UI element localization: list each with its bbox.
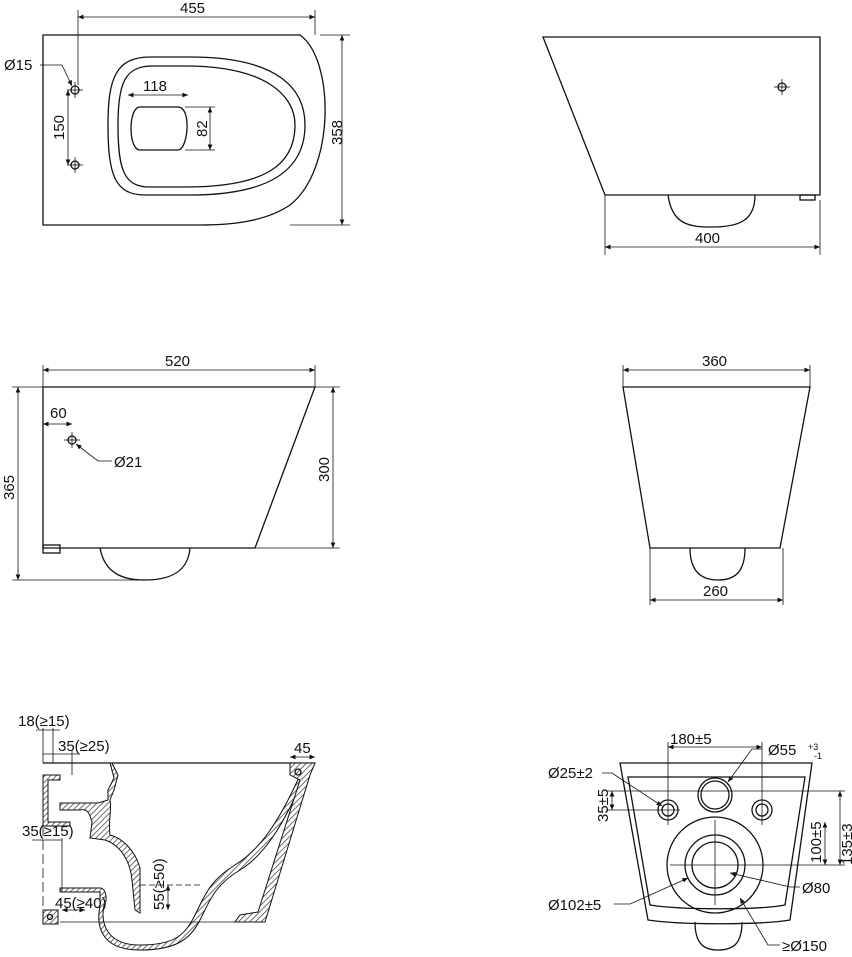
mount-hole-icon <box>67 157 83 173</box>
dim-wall-gap: 18(≥15) <box>18 713 70 730</box>
side-view-left: 520 365 300 60 Ø21 <box>1 353 340 581</box>
dim-min-dia: ≥Ø150 <box>782 938 827 955</box>
dim-top-width: 360 <box>702 353 727 370</box>
dim-inlet-tol-minus: -1 <box>814 751 822 761</box>
dim-hole-dia: Ø21 <box>114 454 142 471</box>
dim-hole-offset: 60 <box>50 405 67 422</box>
dim-total-height: 135±3 <box>839 823 852 865</box>
dim-height-total: 365 <box>1 475 18 500</box>
dim-hole-dia: Ø15 <box>4 57 32 74</box>
dim-opening-depth: 82 <box>194 120 211 137</box>
inlet-hole-icon <box>697 777 733 813</box>
top-view: 455 358 Ø15 150 118 82 <box>4 0 350 226</box>
dim-hole-spacing: 150 <box>51 115 68 140</box>
dim-inlet-tol-plus: +3 <box>808 742 818 752</box>
dim-inlet-depth: 35(≥25) <box>58 738 110 755</box>
dim-water-seal: 55(≥50) <box>151 858 168 910</box>
rear-view: 180±5 Ø55 +3 -1 Ø25±2 35±5 100±5 135±3 Ø… <box>548 731 852 955</box>
dim-bolt-height: 35±5 <box>595 789 612 822</box>
dim-bolt-spacing: 180±5 <box>670 731 712 748</box>
dim-opening-width: 118 <box>143 78 167 95</box>
front-view: 360 260 <box>622 353 811 605</box>
dim-outlet-dia: Ø80 <box>802 880 830 897</box>
dim-width: 455 <box>180 0 205 17</box>
dim-outlet-length: 45(≥40) <box>55 895 107 912</box>
mount-hole-icon <box>64 432 80 448</box>
dim-bottom-width: 260 <box>703 583 728 600</box>
dim-height-body: 300 <box>316 457 333 482</box>
dim-outlet-gap: 35(≥15) <box>22 823 74 840</box>
side-view-right: 400 <box>542 36 821 255</box>
mount-hole-icon <box>774 79 790 95</box>
dim-outlet-outer: Ø102±5 <box>548 897 601 914</box>
dim-length: 520 <box>165 353 190 370</box>
section-view: 18(≥15) 35(≥25) 45 35(≥15) 55(≥50) 45(≥4… <box>18 713 316 951</box>
mount-hole-icon <box>67 82 83 98</box>
dim-inlet-dia: Ø55 <box>768 742 796 759</box>
dim-depth: 358 <box>329 120 346 145</box>
dim-bolt-dia: Ø25±2 <box>548 765 593 782</box>
dim-outlet-height: 100±5 <box>808 821 825 863</box>
dim-width: 400 <box>695 230 720 247</box>
dim-rim: 45 <box>294 740 311 757</box>
